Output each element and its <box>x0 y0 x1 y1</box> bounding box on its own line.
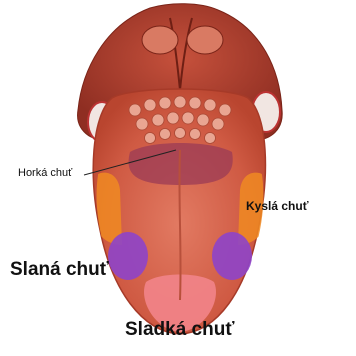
sweet-taste-label: Sladká chuť <box>125 320 234 339</box>
bitter-zone <box>129 143 233 185</box>
bitter-taste-label: Horká chuť <box>18 168 72 179</box>
salty-zone-left <box>108 232 148 280</box>
sour-zone-left <box>94 173 122 245</box>
salty-taste-label: Slaná chuť <box>10 260 109 279</box>
sour-taste-label: Kyslá chuť <box>246 200 308 212</box>
salty-zone-right <box>212 232 252 280</box>
median-groove <box>179 150 180 300</box>
